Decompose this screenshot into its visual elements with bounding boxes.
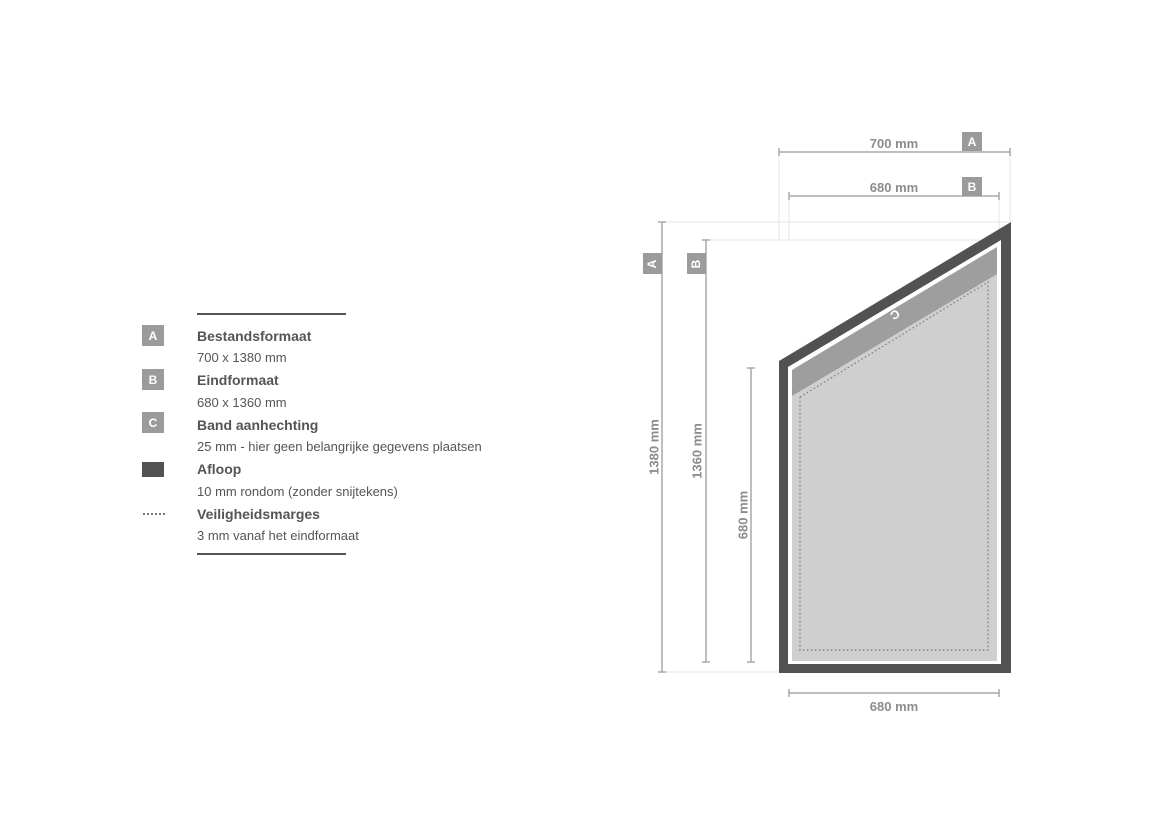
legend-subtitle-eindformaat: 680 x 1360 mm bbox=[197, 395, 287, 410]
legend: A Bestandsformaat 700 x 1380 mm B Eindfo… bbox=[0, 0, 560, 827]
width-b-label: 680 mm bbox=[870, 180, 918, 195]
legend-title-afloop: Afloop bbox=[197, 461, 242, 477]
width-b-badge-box bbox=[962, 177, 982, 196]
legend-subtitle-veiligheidsmarges: 3 mm vanaf het eindformaat bbox=[197, 528, 359, 543]
height-b-badge: B bbox=[689, 259, 703, 268]
legend-badge-b: B bbox=[142, 369, 164, 390]
legend-swatch-bleed bbox=[142, 462, 164, 477]
height-a-label: 1380 mm bbox=[647, 419, 662, 475]
width-a-label: 700 mm bbox=[870, 136, 918, 151]
legend-badge-c: C bbox=[142, 412, 164, 433]
bottom-width-label: 680 mm bbox=[870, 699, 918, 714]
legend-badge-a: A bbox=[142, 325, 164, 346]
legend-top-rule bbox=[197, 313, 346, 315]
legend-subtitle-bestandsformaat: 700 x 1380 mm bbox=[197, 350, 287, 365]
legend-subtitle-afloop: 10 mm rondom (zonder snijtekens) bbox=[197, 484, 398, 499]
legend-title-bestandsformaat: Bestandsformaat bbox=[197, 328, 312, 344]
height-b-label: 1360 mm bbox=[690, 423, 705, 479]
legend-title-eindformaat: Eindformaat bbox=[197, 372, 279, 388]
height-a-badge-box bbox=[643, 253, 662, 274]
height-short-label: 680 mm bbox=[736, 491, 751, 539]
safety-margin bbox=[799, 280, 989, 651]
extension-guides bbox=[662, 152, 1011, 673]
legend-subtitle-band-aanhechting: 25 mm - hier geen belangrijke gegevens p… bbox=[197, 439, 482, 454]
width-a-badge: A bbox=[968, 135, 977, 149]
legend-bottom-rule bbox=[197, 553, 346, 555]
width-a-badge-box bbox=[962, 132, 982, 151]
height-b-badge-box bbox=[687, 253, 706, 274]
legend-dotted-line-icon bbox=[143, 513, 165, 515]
width-b-badge: B bbox=[968, 180, 977, 194]
legend-title-band-aanhechting: Band aanhechting bbox=[197, 417, 319, 433]
legend-title-veiligheidsmarges: Veiligheidsmarges bbox=[197, 506, 320, 522]
band-area bbox=[792, 247, 997, 396]
height-a-badge: A bbox=[645, 259, 659, 268]
